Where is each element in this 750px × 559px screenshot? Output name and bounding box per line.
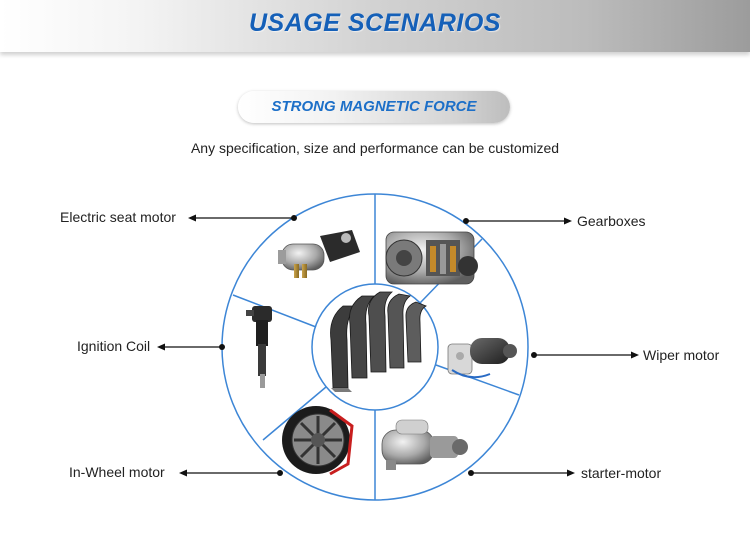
feature-badge: STRONG MAGNETIC FORCE [238,91,510,123]
gearbox-image [385,231,478,285]
ignition-coil-image [246,306,272,388]
in-wheel-motor-image [282,406,354,476]
label-electric-seat-motor: Electric seat motor [60,209,176,225]
feature-badge-label: STRONG MAGNETIC FORCE [271,98,477,115]
starter-motor-image [381,419,468,470]
connector-gearboxes [463,217,572,225]
connector-ignition-coil [157,343,225,351]
wiper-motor-image [447,338,517,379]
label-starter-motor: starter-motor [581,465,662,481]
connector-in-wheel-motor [179,469,283,477]
page-title: USAGE SCENARIOS [249,9,501,37]
label-ignition-coil: Ignition Coil [77,338,151,354]
electric-seat-motor-image [278,230,360,278]
ferrite-arc-magnets-icon [330,291,427,392]
header-bar: USAGE SCENARIOS [0,0,750,52]
label-in-wheel-motor: In-Wheel motor [69,464,165,480]
connector-wiper-motor [531,351,639,359]
label-gearboxes: Gearboxes [577,213,646,229]
label-wiper-motor: Wiper motor [643,347,720,363]
feature-description: Any specification, size and performance … [190,140,560,156]
connector-electric-seat-motor [188,214,297,222]
connector-starter-motor [468,469,575,477]
